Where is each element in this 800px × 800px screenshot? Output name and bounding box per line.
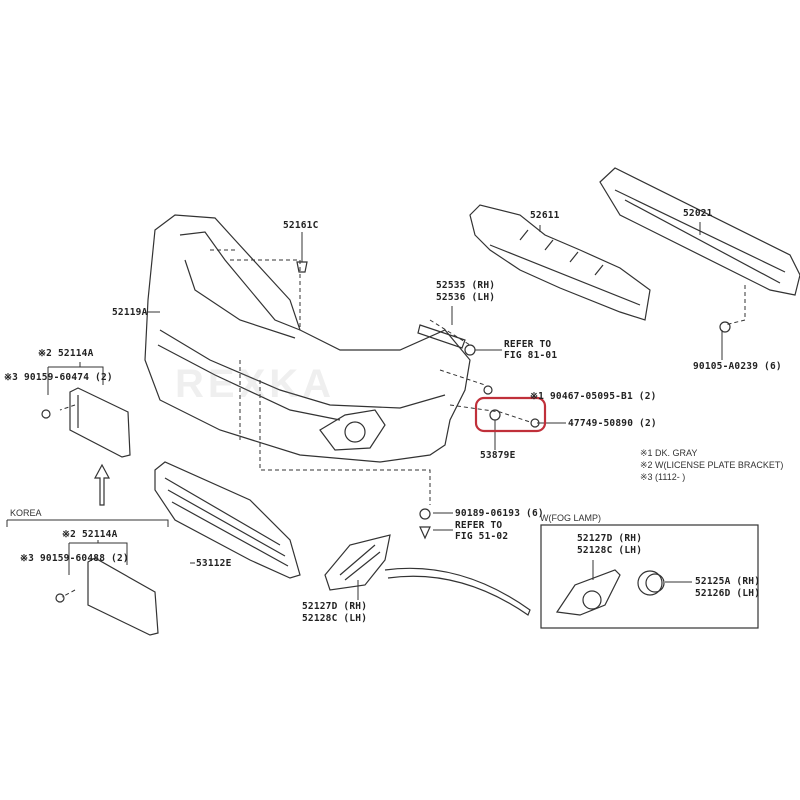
- leader-lines: [6, 222, 723, 600]
- curved-arrow: [384, 567, 531, 616]
- watermark: REXKA: [175, 362, 336, 406]
- lower-grille: [154, 461, 301, 579]
- label-korea: KOREA: [10, 508, 42, 518]
- label-bumper-cover: 52119A: [112, 307, 148, 318]
- label-refer-81-1: REFER TO: [504, 339, 552, 350]
- note-3: ※3 (1112- ): [640, 472, 686, 482]
- energy-absorber: [469, 204, 651, 321]
- label-nut: 47749-50890 (2): [568, 418, 657, 429]
- leader-lines-dashed: [59, 249, 746, 598]
- label-clip-dk-gray: ※1 90467-05095-B1 (2): [530, 391, 657, 402]
- label-fog-group: W(FOG LAMP): [540, 513, 601, 523]
- label-refer-51-2: FIG 51-02: [455, 531, 509, 542]
- label-screw-korea: ※3 90159-60488 (2): [20, 553, 129, 564]
- label-refer-81-2: FIG 81-01: [504, 350, 558, 361]
- label-support-rh: 52535 (RH): [436, 280, 496, 291]
- label-grille: 53112E: [196, 558, 232, 569]
- label-fog-cover-lh-box: 52128C (LH): [577, 545, 643, 556]
- label-plate-bracket-top: ※2 52114A: [38, 348, 94, 359]
- bumper-cover: [144, 214, 471, 463]
- label-fog-lamp-rh: 52125A (RH): [695, 576, 761, 587]
- arrow-up: [93, 463, 111, 506]
- label-clip-top: 52161C: [283, 220, 319, 231]
- note-2: ※2 W(LICENSE PLATE BRACKET): [640, 460, 784, 470]
- fog-lamp-box: [540, 524, 759, 629]
- label-reinforcement: 52021: [683, 208, 713, 219]
- license-plate-bracket: [41, 387, 159, 636]
- note-1: ※1 DK. GRAY: [640, 448, 698, 458]
- label-support-lh: 52536 (LH): [436, 292, 496, 303]
- fog-cover: [324, 534, 391, 591]
- fasteners: [296, 261, 731, 540]
- label-bracket-part: 53879E: [480, 450, 516, 461]
- label-clip-bottom: 90189-06193 (6): [455, 508, 544, 519]
- label-screw-top: ※3 90159-60474 (2): [4, 372, 113, 383]
- label-fog-cover-lh: 52128C (LH): [302, 613, 368, 624]
- label-fog-lamp-lh: 52126D (LH): [695, 588, 761, 599]
- label-fog-cover-rh: 52127D (RH): [302, 601, 368, 612]
- label-absorber: 52611: [530, 210, 560, 221]
- label-plate-bracket-korea: ※2 52114A: [62, 529, 118, 540]
- label-refer-51-1: REFER TO: [455, 520, 503, 531]
- highlight-box: [474, 396, 547, 433]
- label-fog-cover-rh-box: 52127D (RH): [577, 533, 643, 544]
- label-bolt-right: 90105-A0239 (6): [693, 361, 782, 372]
